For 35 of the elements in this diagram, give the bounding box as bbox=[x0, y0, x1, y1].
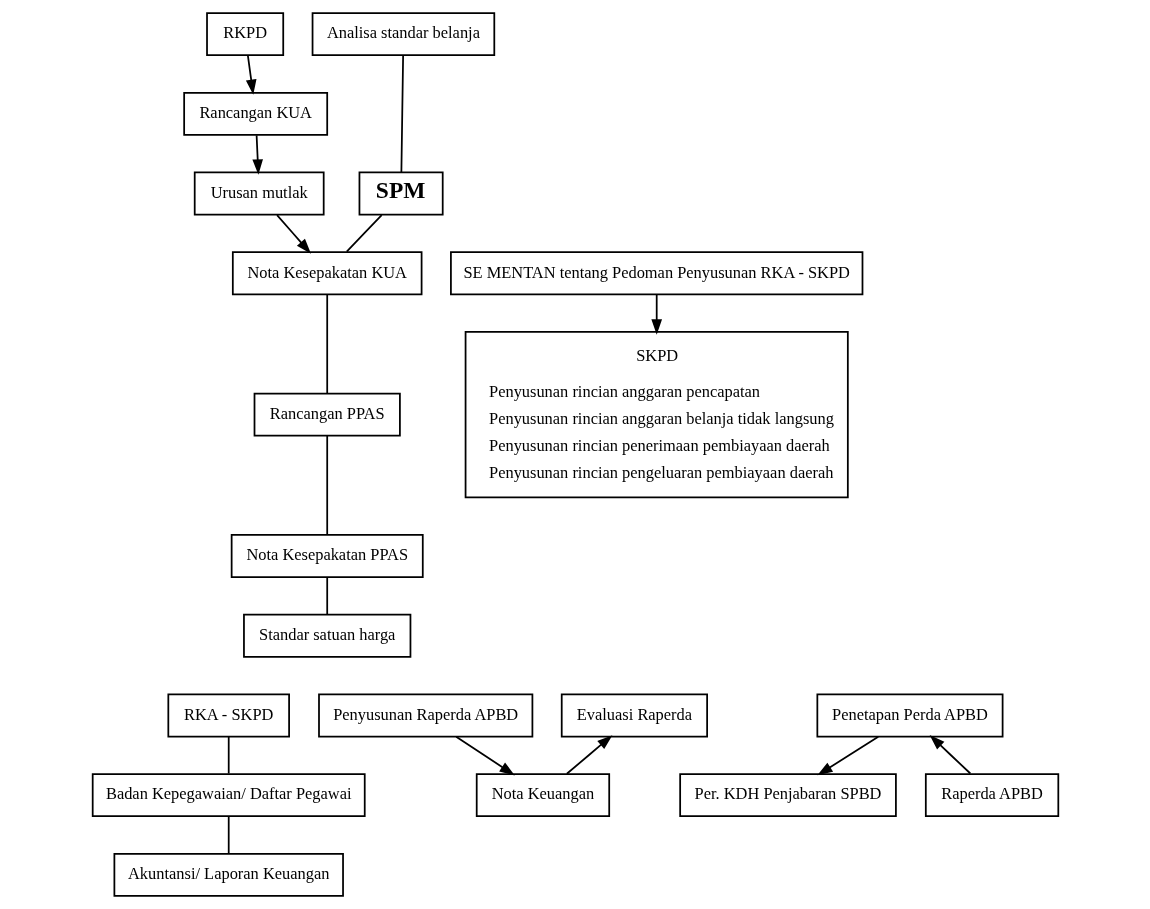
arrow bbox=[929, 735, 971, 775]
node-box: SE MENTAN tentang Pedoman Penyusunan RKA - SKPD bbox=[449, 251, 863, 296]
node-box: Urusan mutlak bbox=[193, 171, 325, 216]
connector bbox=[325, 293, 328, 395]
node-box: Analisa standar belanja bbox=[311, 12, 495, 57]
node-box: Raperda APBD bbox=[924, 773, 1059, 818]
arrow bbox=[650, 293, 662, 335]
connector bbox=[400, 54, 404, 174]
node-box: SKPD Penyusunan rincian anggaran pencapatan Penyusunan rincian anggaran belanja tidak langsung Penyusunan rincian penerimaan pembiayaan daerah Penyusunan rincian pengeluaran pembiayaan daerah bbox=[464, 331, 849, 499]
node-box: Penetapan Perda APBD bbox=[815, 693, 1003, 738]
node-box: Nota Keuangan bbox=[475, 773, 610, 818]
arrow bbox=[251, 134, 263, 175]
connector bbox=[325, 576, 328, 615]
node-box: Standar satuan harga bbox=[242, 613, 411, 658]
node-box: RKPD bbox=[205, 12, 284, 57]
node-box: Nota Kesepakatan KUA bbox=[231, 251, 422, 296]
node-box: Rancangan PPAS bbox=[253, 392, 401, 437]
node-box: Badan Kepegawaian/ Daftar Pegawai bbox=[91, 773, 366, 818]
arrow bbox=[454, 735, 515, 776]
node-box: Per. KDH Penjabaran SPBD bbox=[678, 773, 897, 818]
arrow bbox=[816, 735, 879, 776]
arrow bbox=[275, 214, 311, 254]
node-box: Akuntansi/ Laporan Keuangan bbox=[113, 852, 344, 897]
connector bbox=[227, 736, 230, 775]
node-box: Nota Kesepakatan PPAS bbox=[230, 533, 424, 578]
connector bbox=[345, 214, 383, 253]
connector bbox=[325, 435, 328, 536]
node-box: Evaluasi Raperda bbox=[560, 693, 708, 738]
node-box: Penyusunan Raperda APBD bbox=[317, 693, 533, 738]
arrow bbox=[565, 735, 612, 775]
node-box: Rancangan KUA bbox=[182, 91, 328, 136]
node-box: SPM bbox=[358, 171, 444, 216]
node-box: RKA - SKPD bbox=[166, 693, 290, 738]
connector bbox=[227, 815, 230, 855]
arrow bbox=[245, 54, 256, 95]
